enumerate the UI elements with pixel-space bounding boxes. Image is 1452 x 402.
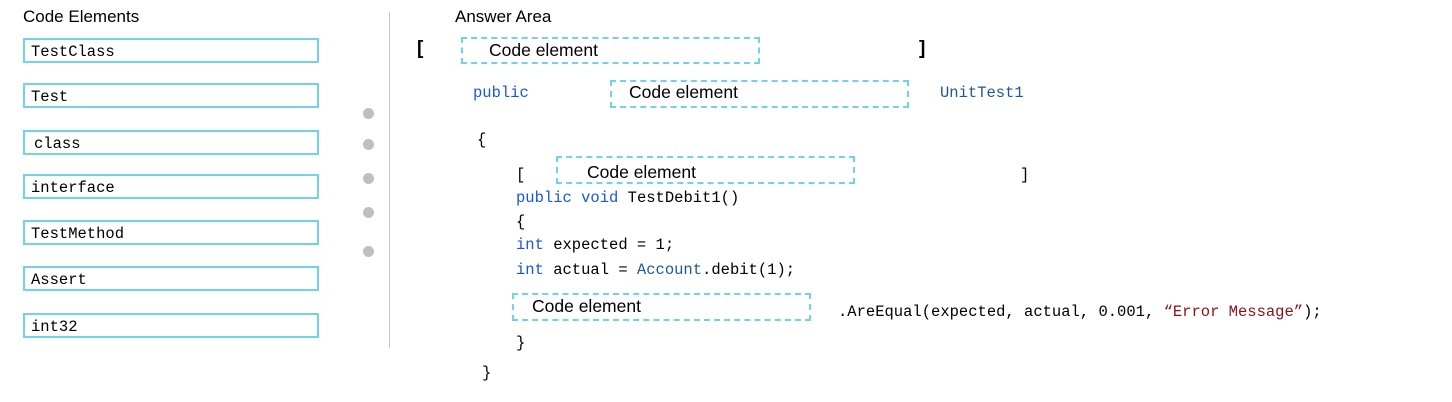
panel-divider — [389, 12, 390, 348]
open-bracket: [ — [417, 38, 424, 59]
method-signature: public void TestDebit1() — [516, 189, 740, 207]
drop-placeholder: Code element — [532, 296, 641, 316]
code-elements-title: Code Elements — [23, 7, 140, 26]
code-element-label: Test — [31, 88, 69, 106]
code-element-assert[interactable]: Assert — [23, 266, 319, 291]
code-element-interface[interactable]: interface — [23, 174, 319, 199]
method-close-brace: } — [516, 334, 526, 352]
class-name: UnitTest1 — [940, 84, 1024, 102]
code-element-testclass[interactable]: TestClass — [23, 38, 319, 63]
code-element-label: TestMethod — [31, 225, 125, 243]
class-open-brace: { — [477, 131, 487, 149]
code-element-label: class — [34, 135, 81, 153]
nav-dot-5[interactable] — [363, 246, 374, 257]
code-element-label: Assert — [31, 271, 87, 289]
code-element-label: TestClass — [31, 43, 115, 61]
code-element-int32[interactable]: int32 — [23, 313, 319, 338]
expected-declaration: int expected = 1; — [516, 236, 675, 254]
are-equal-call: .AreEqual(expected, actual, 0.001, “Erro… — [838, 303, 1322, 321]
drop-target-class-attribute[interactable]: Code element — [461, 37, 760, 64]
class-close-brace: } — [482, 364, 492, 382]
method-open-brace: { — [516, 213, 526, 231]
actual-declaration: int actual = Account.debit(1); — [516, 261, 796, 279]
code-element-class[interactable]: class — [23, 130, 319, 155]
drop-target-method-attribute[interactable]: Code element — [556, 156, 855, 184]
public-keyword: public — [473, 84, 529, 102]
drop-placeholder: Code element — [629, 82, 738, 102]
nav-dot-1[interactable] — [363, 108, 374, 119]
drop-placeholder: Code element — [489, 40, 598, 60]
nav-dot-3[interactable] — [363, 173, 374, 184]
code-element-label: interface — [31, 179, 115, 197]
method-close-bracket: ] — [1020, 166, 1030, 184]
drop-target-assert-class[interactable]: Code element — [512, 293, 811, 321]
code-element-testmethod[interactable]: TestMethod — [23, 220, 319, 245]
code-element-test[interactable]: Test — [23, 83, 319, 108]
drop-target-class-keyword[interactable]: Code element — [610, 80, 909, 108]
close-bracket: ] — [919, 38, 926, 59]
code-element-label: int32 — [31, 318, 78, 336]
nav-dot-2[interactable] — [363, 139, 374, 150]
method-open-bracket: [ — [516, 166, 526, 184]
answer-area-title: Answer Area — [455, 7, 552, 26]
nav-dot-4[interactable] — [363, 207, 374, 218]
drop-placeholder: Code element — [587, 162, 696, 182]
